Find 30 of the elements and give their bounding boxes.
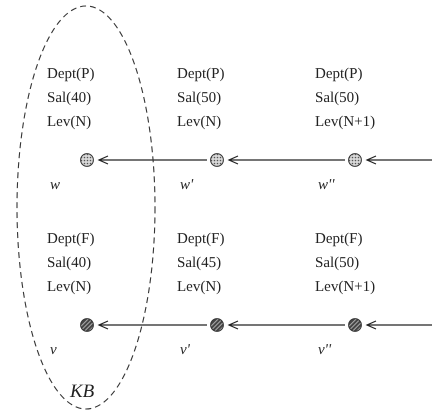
world-name: v'' xyxy=(318,341,332,359)
attribute-text: Dept(F) xyxy=(315,230,362,248)
attribute-text: Sal(40) xyxy=(47,89,92,107)
world-name: v' xyxy=(180,341,190,359)
world-name: v xyxy=(50,341,57,359)
attribute-text: Dept(P) xyxy=(177,65,224,83)
arrow xyxy=(228,320,345,330)
attribute-text: Dept(F) xyxy=(47,230,94,248)
attribute-text: Dept(F) xyxy=(177,230,224,248)
arrow xyxy=(228,155,345,165)
attribute-text: Lev(N) xyxy=(177,113,222,131)
attribute-text: Sal(50) xyxy=(177,89,222,107)
attribute-text: Sal(40) xyxy=(47,254,92,272)
world-name: w'' xyxy=(318,176,334,194)
arrow xyxy=(98,155,207,165)
attribute-text: Lev(N) xyxy=(177,278,222,296)
attribute-text: Dept(P) xyxy=(47,65,94,83)
attribute-text: Lev(N+1) xyxy=(315,113,376,131)
attribute-text: Lev(N) xyxy=(47,113,92,131)
attribute-text: Lev(N+1) xyxy=(315,278,376,296)
world-name: w xyxy=(50,176,60,194)
attribute-text: Sal(45) xyxy=(177,254,222,272)
attribute-text: Dept(P) xyxy=(315,65,362,83)
attribute-text: Lev(N) xyxy=(47,278,92,296)
arrow xyxy=(366,155,432,165)
arrow xyxy=(98,320,207,330)
attribute-text: Sal(50) xyxy=(315,254,360,272)
arrow xyxy=(366,320,432,330)
world-name: w' xyxy=(180,176,194,194)
attribute-text: Sal(50) xyxy=(315,89,360,107)
